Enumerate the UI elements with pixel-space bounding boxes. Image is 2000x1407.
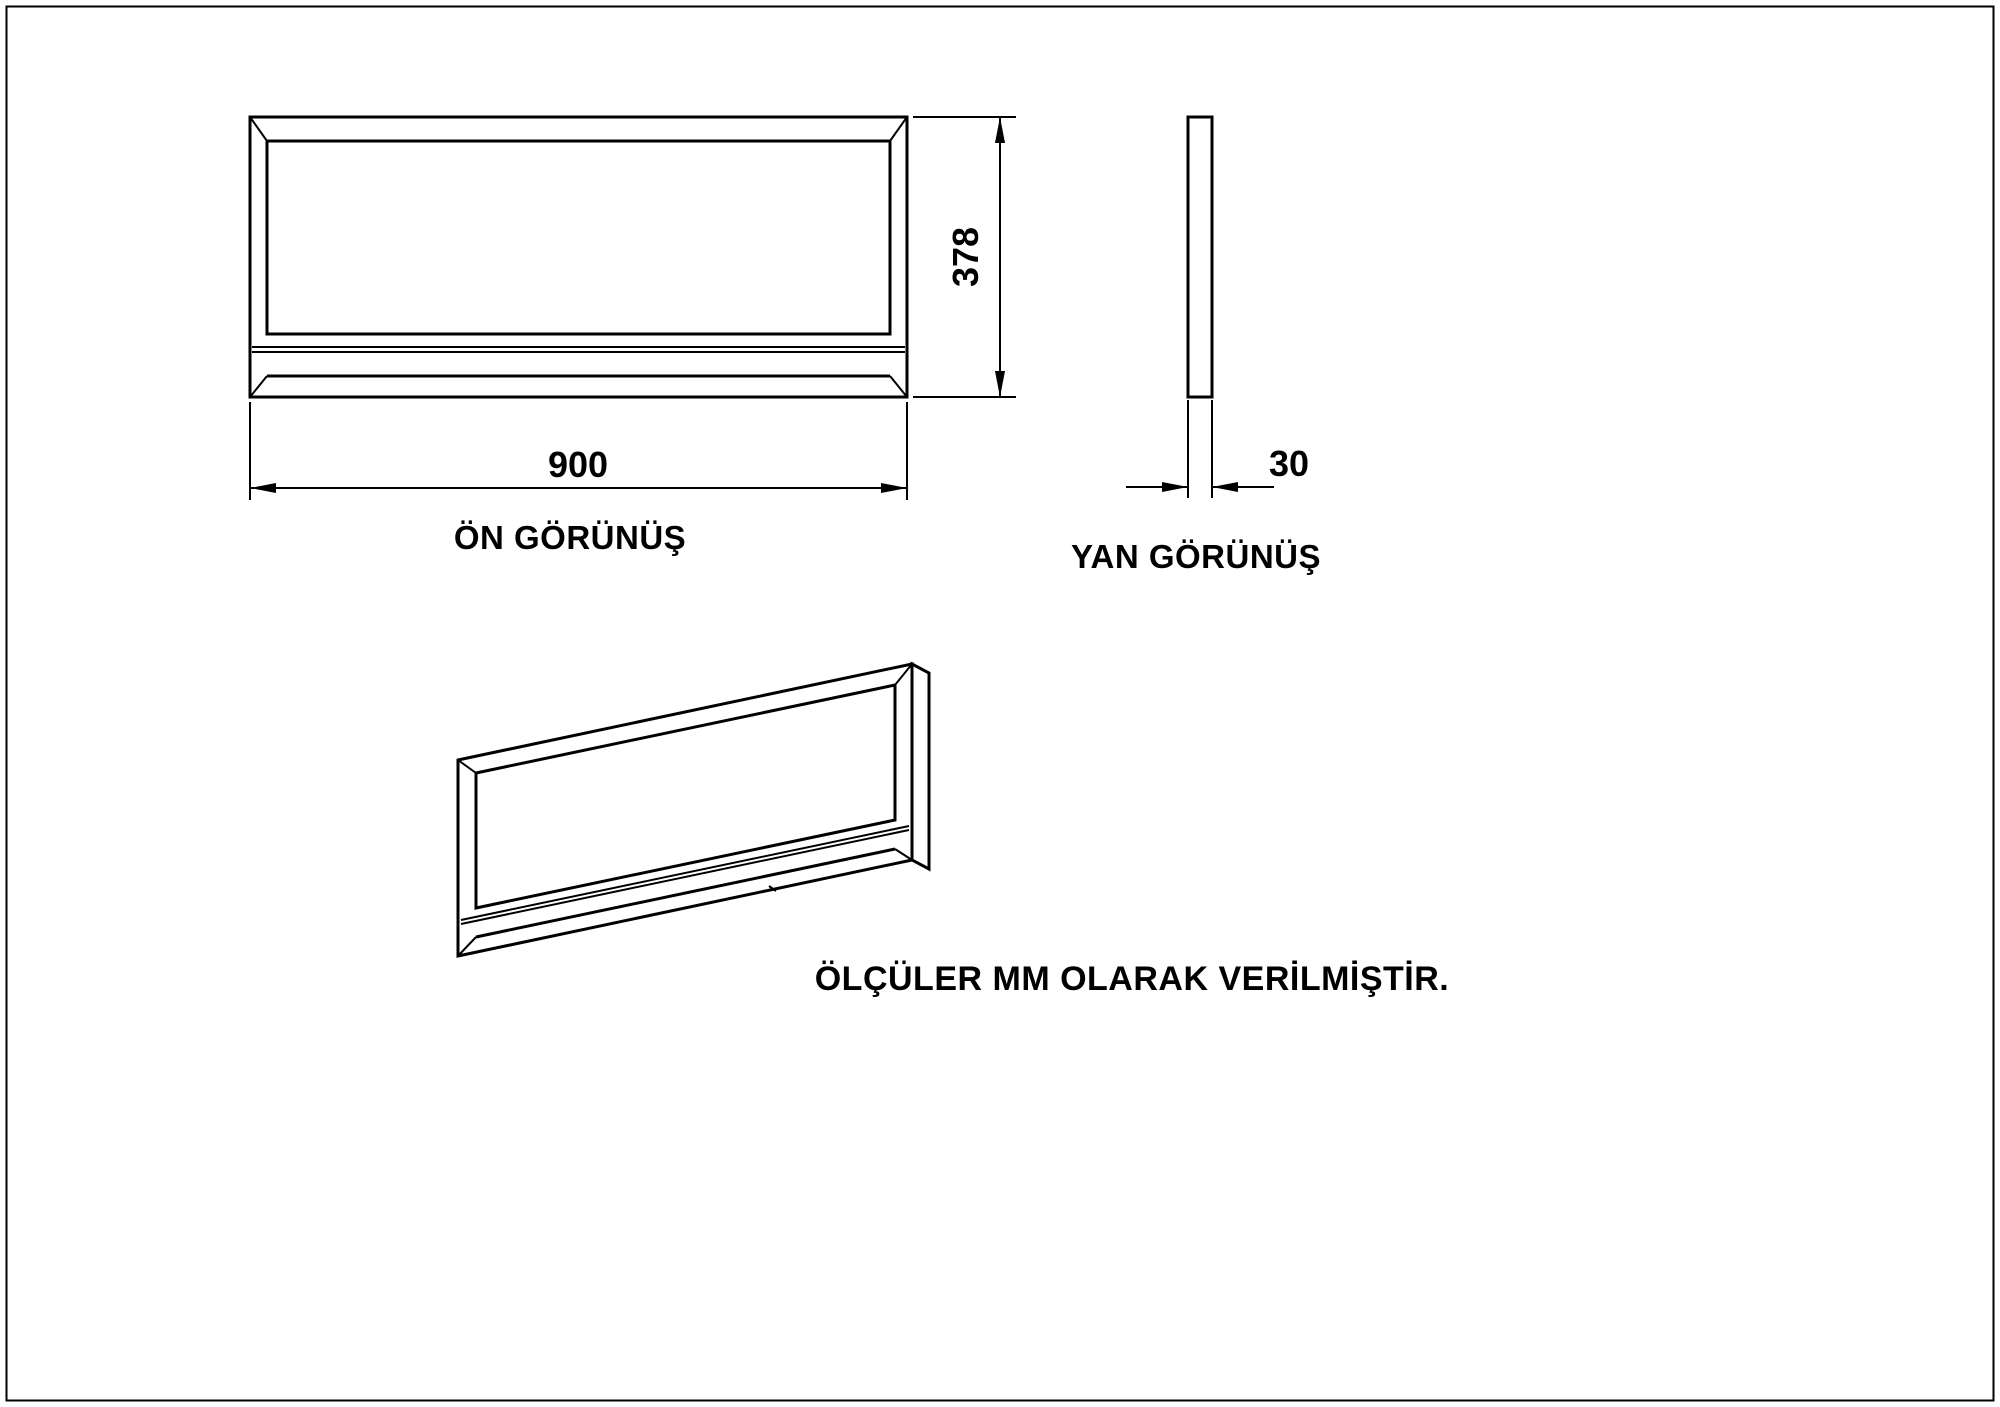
side-view-label: YAN GÖRÜNÜŞ (1071, 538, 1321, 575)
iso-band-line-upper (460, 825, 910, 921)
depth-dimension-value: 30 (1269, 443, 1309, 484)
iso-center-tick (768, 885, 777, 892)
units-note: ÖLÇÜLER MM OLARAK VERİLMİŞTİR. (815, 960, 1450, 998)
front-bevel-bottom-left (249, 375, 268, 398)
front-bevel-top-left (249, 116, 268, 142)
dimension-width: 900 (249, 402, 908, 500)
height-arrow-up-icon (995, 117, 1005, 143)
iso-bevel-bottom-right (894, 848, 913, 861)
isometric-view (456, 661, 931, 958)
iso-band-line-lower (460, 829, 910, 925)
iso-bevel-bottom-left (457, 936, 477, 957)
width-arrow-right-icon (881, 483, 907, 493)
sheet-border (5, 5, 1995, 1402)
iso-bevel-top-left (457, 759, 477, 774)
iso-bevel-top-right (894, 663, 913, 686)
front-mirror-opening (265, 139, 892, 336)
iso-mirror-opening (474, 683, 897, 910)
iso-side-thickness (910, 661, 931, 872)
front-bevel-top-right (889, 116, 908, 142)
side-profile-bar (1186, 115, 1214, 399)
front-view (248, 115, 909, 399)
width-dimension-value: 900 (548, 444, 608, 485)
dimension-depth: 30 (1126, 443, 1309, 492)
front-bevel-bottom-right (889, 375, 908, 398)
dimension-height: 378 (913, 116, 1016, 398)
depth-arrow-right-icon (1162, 482, 1188, 492)
side-view (1186, 115, 1214, 498)
width-arrow-left-icon (250, 483, 276, 493)
front-view-label: ÖN GÖRÜNÜŞ (454, 519, 686, 556)
height-arrow-down-icon (995, 371, 1005, 397)
iso-shelf-line (475, 847, 896, 939)
iso-outer-frame (456, 662, 914, 958)
height-dimension-value: 378 (945, 227, 986, 287)
front-outer-frame (248, 115, 909, 399)
depth-arrow-left-icon (1212, 482, 1238, 492)
